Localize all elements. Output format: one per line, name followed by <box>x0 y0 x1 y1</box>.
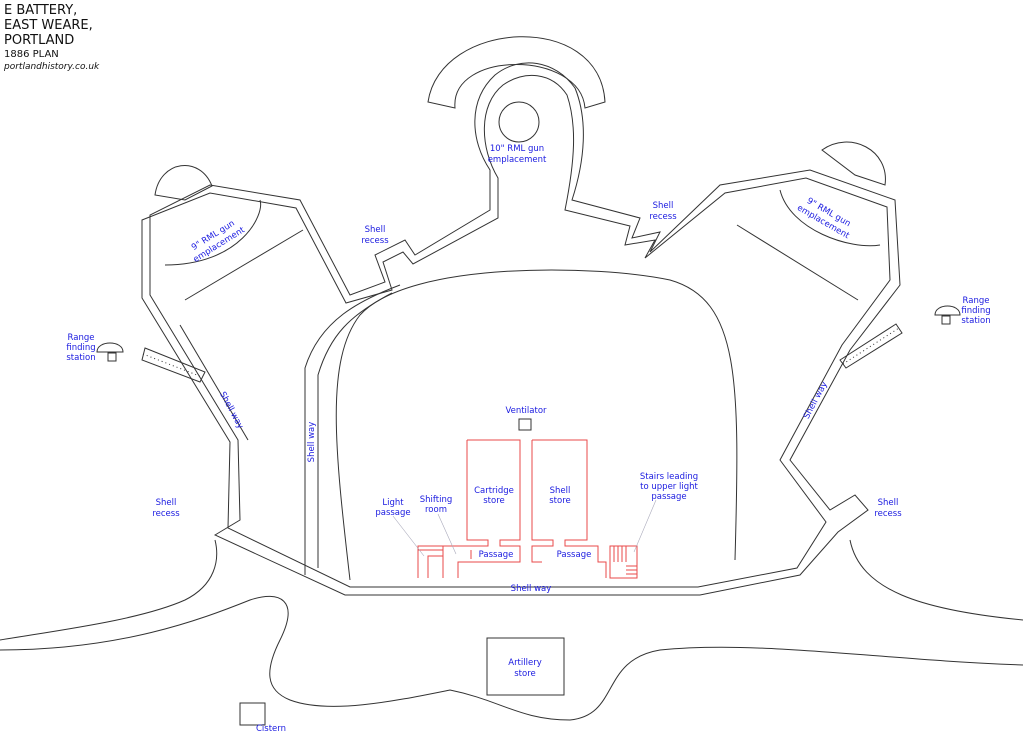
ground-line-right <box>849 539 1023 621</box>
left-terreplein-line <box>184 229 304 301</box>
ventilator-box <box>518 418 532 431</box>
plan-year: 1886 PLAN <box>4 49 59 60</box>
gun10-apron <box>427 36 606 109</box>
range-station-right <box>934 305 961 325</box>
right-terreplein-line <box>736 224 859 301</box>
label-passage-left: Passage <box>479 550 514 560</box>
label-gun9-left: 9" RML gunemplacement <box>186 216 247 265</box>
range-station-left <box>96 342 124 362</box>
fort-inner-wall <box>141 74 891 588</box>
label-shell-way-bottom: Shell way <box>511 584 552 594</box>
inner-shell-way <box>304 284 401 575</box>
left-steps <box>141 347 206 383</box>
gun10-pivot <box>498 101 540 143</box>
label-gun9-right: 9" RML gunemplacement <box>795 194 857 242</box>
ground-line-bottom <box>0 595 1023 721</box>
label-ventilator: Ventilator <box>505 406 547 416</box>
ground-line-left <box>0 539 218 641</box>
title-line-2: EAST WEARE, <box>4 18 93 33</box>
title-line-1: E BATTERY, <box>4 3 78 18</box>
left-shellway-line <box>179 324 249 441</box>
right-steps <box>839 323 903 369</box>
label-shell-way-left: Shell way <box>217 390 245 431</box>
label-shell-way-inner: Shell way <box>307 422 317 463</box>
plan-title: E BATTERY, EAST WEARE, PORTLAND 1886 PLA… <box>4 3 99 73</box>
label-cistern: Cistern <box>256 724 286 734</box>
cistern-box <box>239 702 266 726</box>
artillery-store-box <box>486 637 565 696</box>
magazine <box>417 439 638 579</box>
title-line-3: PORTLAND <box>4 33 75 48</box>
source-credit: portlandhistory.co.uk <box>4 62 100 72</box>
gun9-left-arc <box>164 199 262 266</box>
gun9-right-arc <box>779 189 881 247</box>
gun9-left-apron <box>154 164 213 201</box>
label-passage-right: Passage <box>557 550 592 560</box>
parade-boundary <box>335 269 738 581</box>
fort-outer-wall <box>149 62 901 596</box>
label-shell-way-right: Shell way <box>802 380 830 421</box>
gun9-right-apron <box>821 141 886 186</box>
